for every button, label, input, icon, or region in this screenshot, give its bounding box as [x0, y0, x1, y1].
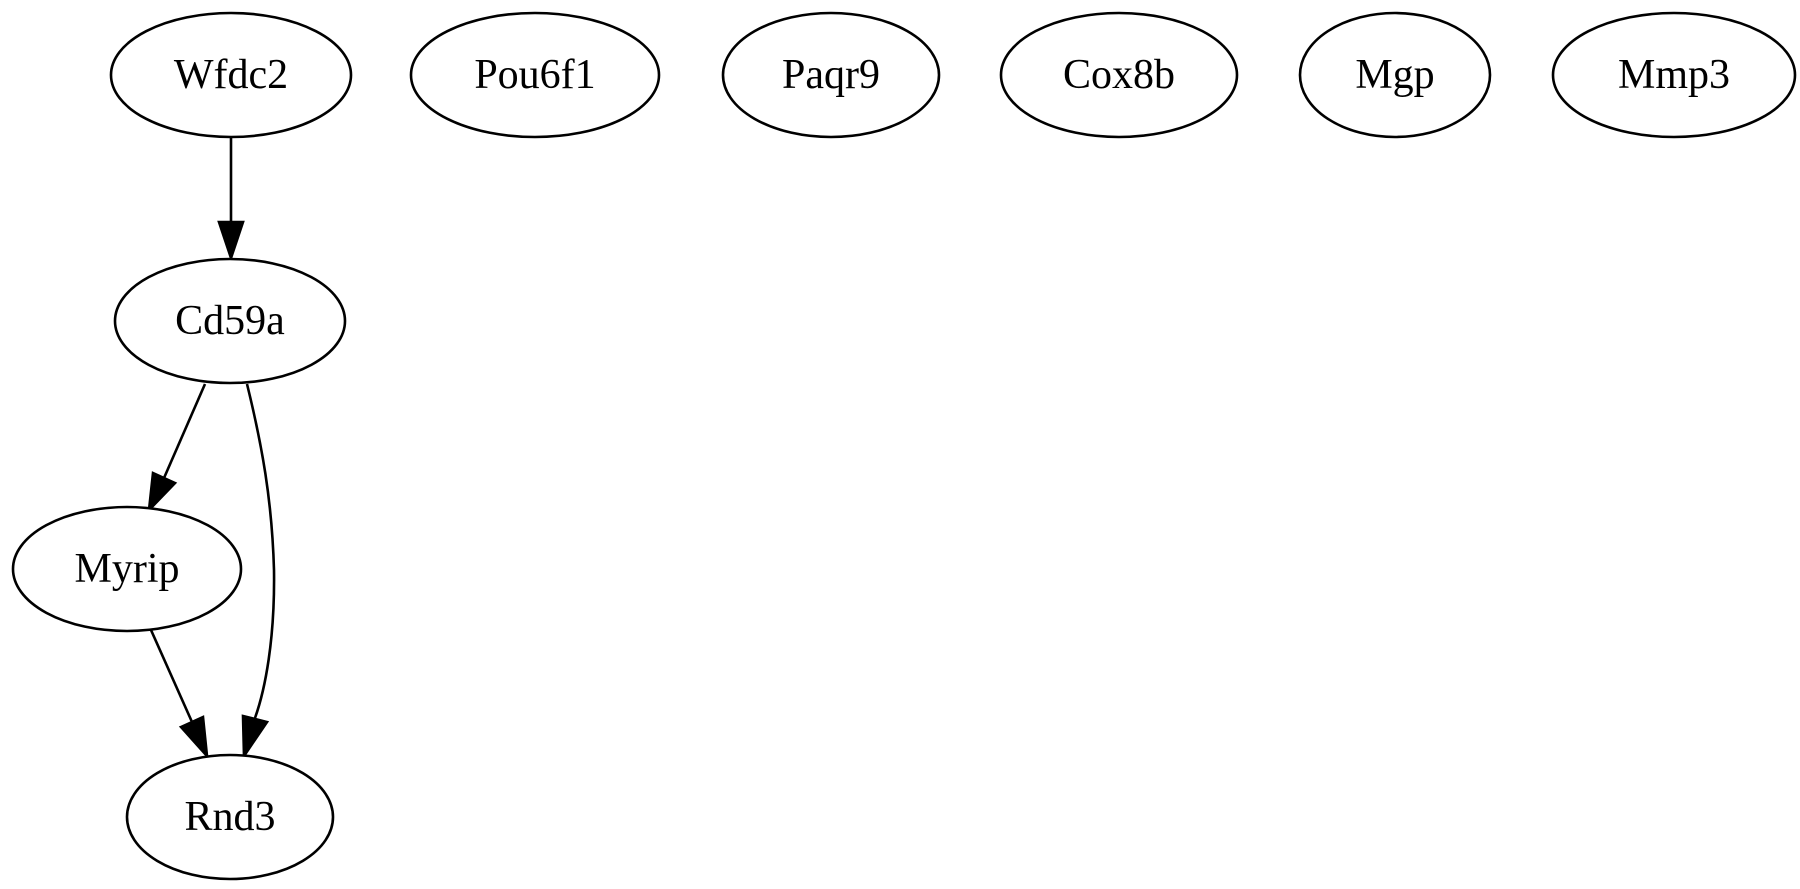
node-label: Wfdc2: [174, 52, 288, 98]
arrowhead: [241, 714, 270, 761]
graph-nodes: Wfdc2 Pou6f1 Paqr9 Cox8b Mgp Mmp3 Cd59a: [11, 11, 1797, 881]
arrowhead: [217, 220, 245, 263]
node-label: Cox8b: [1063, 52, 1175, 98]
node-cox8b[interactable]: Cox8b: [999, 11, 1239, 139]
node-cd59a[interactable]: Cd59a: [113, 257, 347, 385]
edge-cd59a-myrip: [147, 383, 207, 514]
edge-cd59a-rnd3: [241, 383, 276, 761]
node-label: Pou6f1: [474, 52, 595, 98]
edge-wfdc2-cd59a: [217, 138, 245, 263]
node-pou6f1[interactable]: Pou6f1: [409, 11, 661, 139]
node-label: Myrip: [75, 546, 180, 592]
arrowhead: [178, 715, 209, 760]
node-label: Mmp3: [1618, 52, 1730, 98]
node-label: Rnd3: [184, 794, 275, 840]
node-mgp[interactable]: Mgp: [1298, 11, 1492, 139]
edge-myrip-rnd3: [149, 629, 209, 760]
arrowhead: [147, 471, 178, 514]
node-mmp3[interactable]: Mmp3: [1551, 11, 1797, 139]
node-label: Mgp: [1355, 52, 1434, 98]
node-wfdc2[interactable]: Wfdc2: [109, 11, 353, 139]
node-myrip[interactable]: Myrip: [11, 505, 243, 633]
graph-edges: [147, 138, 276, 761]
node-label: Paqr9: [782, 52, 880, 98]
node-paqr9[interactable]: Paqr9: [721, 11, 941, 139]
node-label: Cd59a: [175, 298, 285, 344]
node-rnd3[interactable]: Rnd3: [125, 753, 335, 881]
